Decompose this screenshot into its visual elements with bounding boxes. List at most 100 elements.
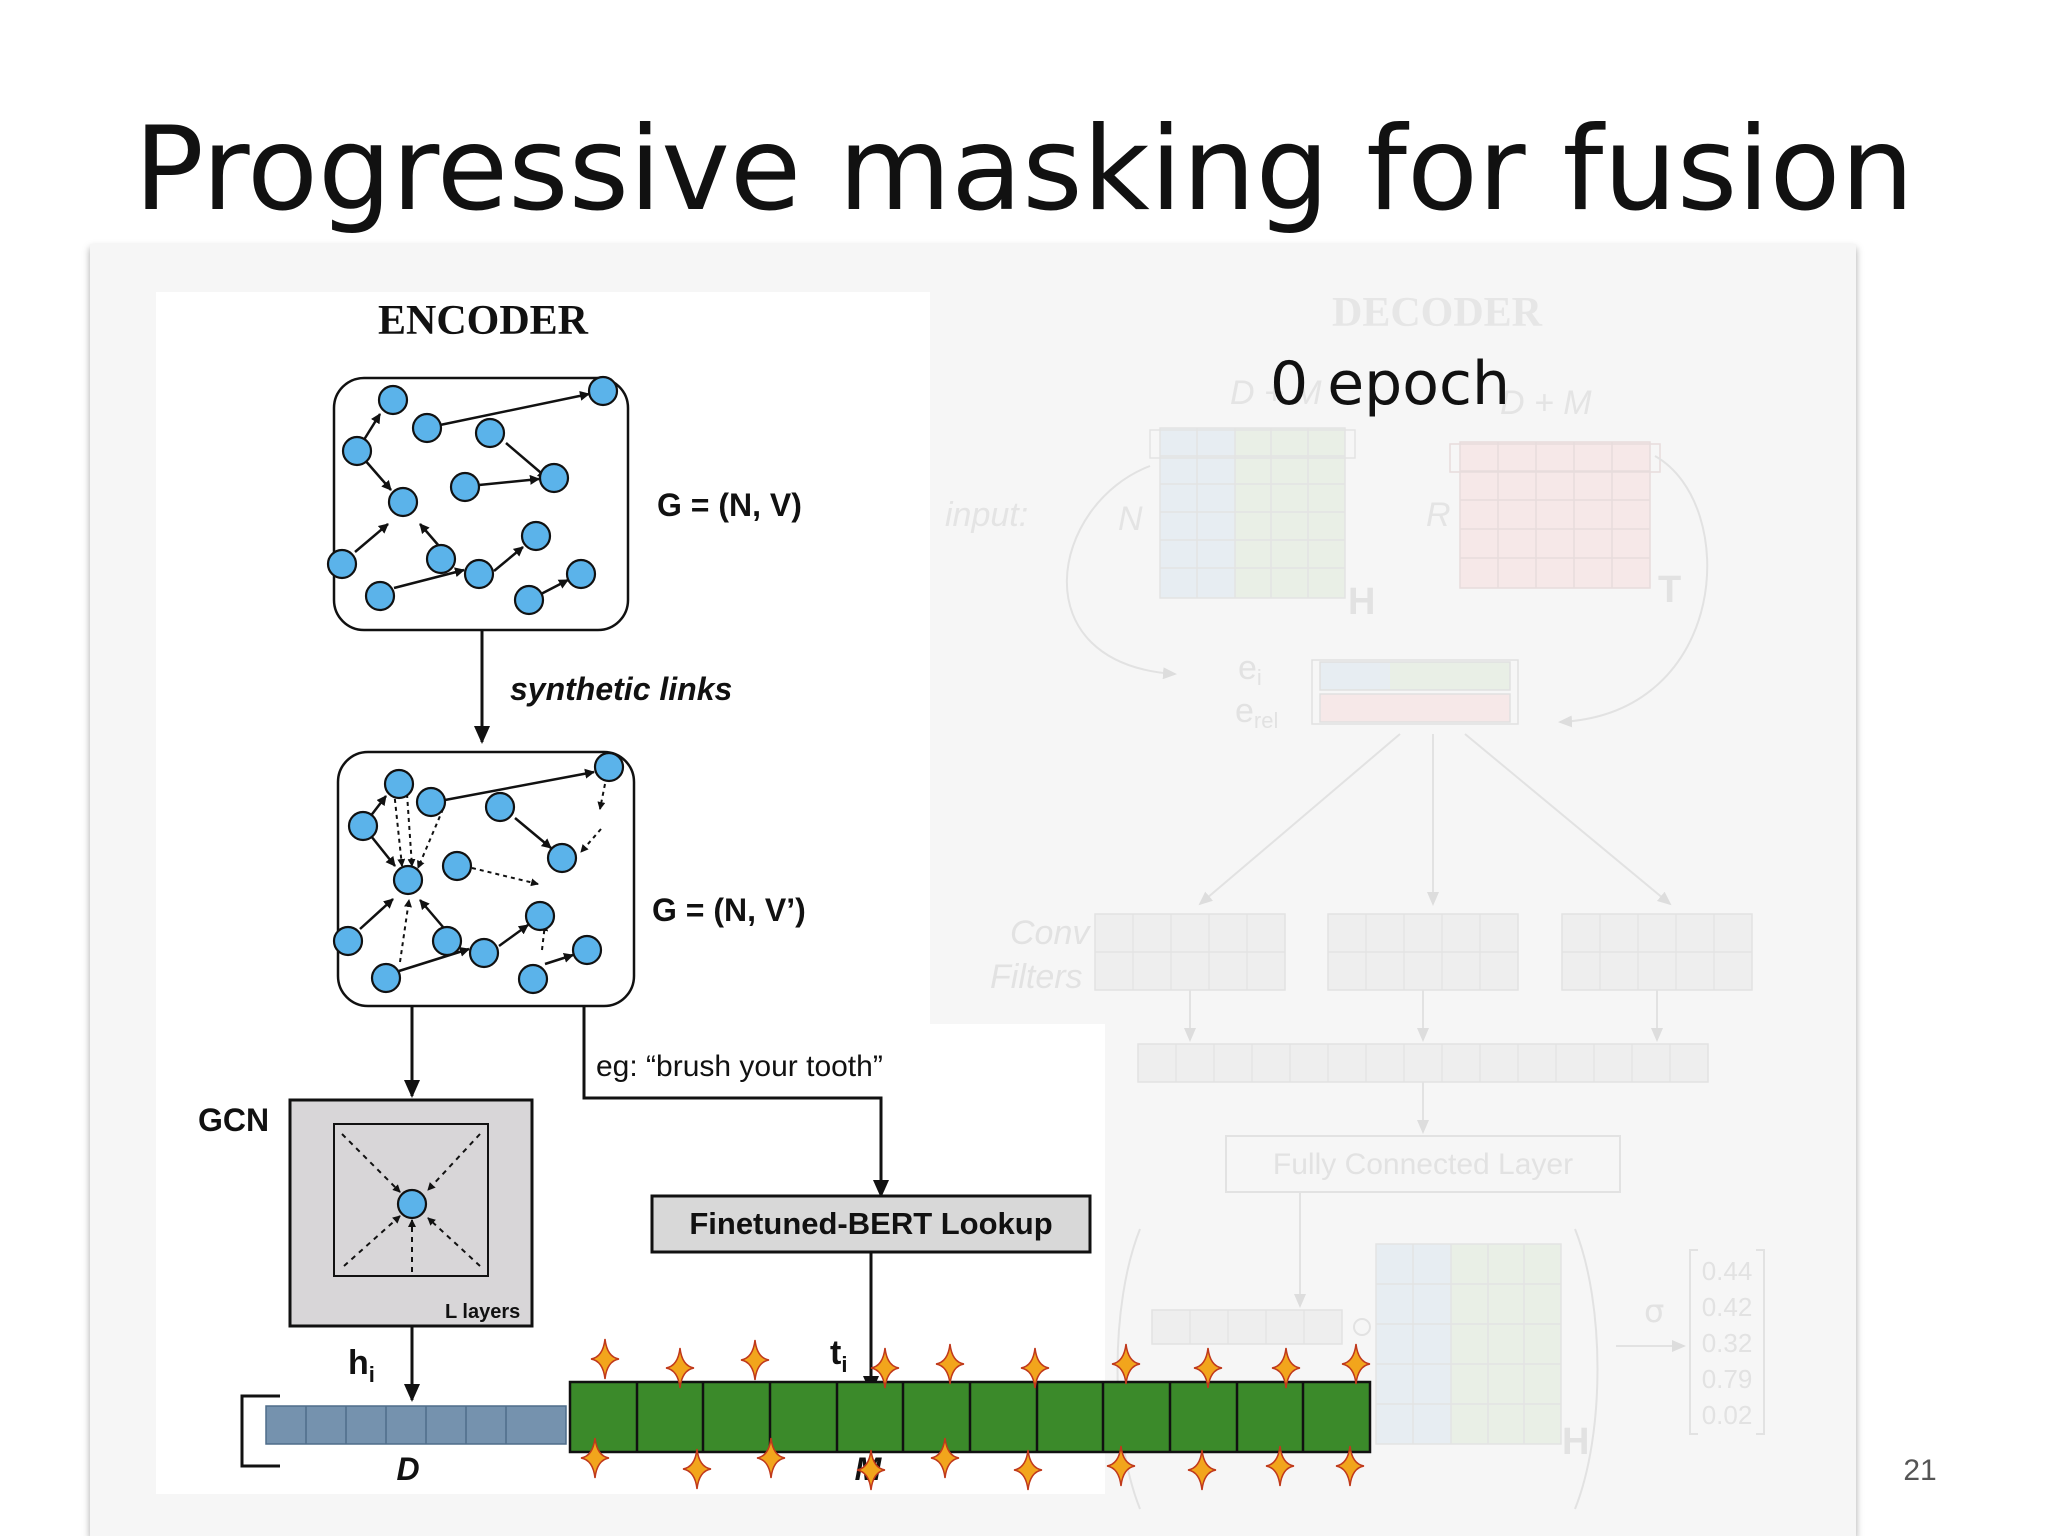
graph-node [449, 471, 481, 503]
fc-label: Fully Connected Layer [1273, 1148, 1573, 1181]
sparkle-icon [756, 1437, 786, 1479]
sparkle-icon [1020, 1347, 1050, 1389]
graph-node [383, 768, 415, 800]
dot-product-operator [1353, 1318, 1371, 1336]
ti-label: ti [830, 1334, 847, 1377]
graph-node [524, 900, 556, 932]
graph-node [411, 412, 443, 444]
graph-node [468, 937, 500, 969]
decoder-input-label: input: [945, 496, 1028, 534]
score-value: 0.42 [1702, 1292, 1753, 1322]
graph-node [364, 580, 396, 612]
gcn-label: GCN [198, 1102, 269, 1138]
input-graph [326, 375, 630, 632]
bert-lookup-box [650, 1194, 1092, 1254]
synthetic-links-label: synthetic links [510, 671, 732, 707]
sparkle-icon [930, 1437, 960, 1479]
score-value: 0.79 [1702, 1364, 1753, 1394]
feature-map-vector [1137, 1043, 1709, 1083]
conv-filter-grid [1095, 914, 1752, 990]
graph2-label: G = (N, V’) [652, 892, 806, 928]
relation-lookup-curve [1558, 455, 1709, 728]
graph-node [463, 558, 495, 590]
score-value: 0.32 [1702, 1328, 1753, 1358]
gcn-layers-label: L layers [445, 1301, 520, 1323]
sparkle-icon [1265, 1445, 1295, 1487]
bert-input-arrow [582, 1006, 889, 1198]
decoder-r-label: R [1426, 496, 1451, 534]
decoder-n-label: N [1118, 500, 1143, 538]
sparkle-icon [1335, 1445, 1365, 1487]
score-value: 0.02 [1702, 1400, 1753, 1430]
graph-node [441, 850, 473, 882]
graph-node [484, 791, 516, 823]
decoder-dim1-label: D + M [1230, 374, 1322, 412]
decoder-t-label: T [1658, 569, 1681, 611]
right-paren [1574, 1228, 1599, 1510]
conv-label-2: Filters [990, 958, 1083, 996]
sparkle-icon [856, 1449, 886, 1491]
augmented-graph [332, 750, 636, 1008]
sparkle-icon [870, 1347, 900, 1389]
sparkle-icon [682, 1448, 712, 1490]
graph-node [326, 548, 358, 580]
conv-label-1: Conv [1010, 914, 1091, 952]
sparkle-icon [1106, 1445, 1136, 1487]
graph-node [587, 375, 619, 407]
encoder-title: ENCODER [378, 298, 589, 344]
bracket [240, 1394, 280, 1468]
graph-node [474, 417, 506, 449]
graph-node [370, 962, 402, 994]
graph-node [392, 864, 424, 896]
structure-embedding-bar [265, 1405, 567, 1445]
sparkle-icon [590, 1338, 620, 1380]
graph-node [517, 963, 549, 995]
hi-label: hi [348, 1344, 375, 1387]
architecture-diagram: DECODER D + M D + M input: N R [156, 290, 1765, 1510]
decoder-title: DECODER [1332, 290, 1543, 336]
semantic-embedding-bar [568, 1380, 1372, 1454]
sparkle-icon [1013, 1449, 1043, 1491]
sparkle-icon [580, 1437, 610, 1479]
graph1-label: G = (N, V) [657, 487, 802, 523]
graph-node [565, 558, 597, 590]
candidate-entity-matrix [1375, 1243, 1562, 1445]
score-brackets [1689, 1249, 1765, 1435]
sparkle-icon [1187, 1449, 1217, 1491]
graph-node [431, 925, 463, 957]
graph-node [377, 384, 409, 416]
sparkles [580, 1338, 1371, 1491]
decoder-panel: DECODER D + M D + M input: N R [945, 290, 1765, 1510]
conv-output-arrows [1184, 990, 1663, 1042]
graph-node [387, 486, 419, 518]
sparkle-icon [1271, 1347, 1301, 1389]
gcn-block: L layers [288, 1098, 534, 1328]
graph-node [332, 925, 364, 957]
graph-node [347, 810, 379, 842]
epoch-label: 0 epoch [1270, 349, 1510, 419]
graph-node [341, 435, 373, 467]
fanout-arrows [1198, 733, 1672, 906]
slide-title: Progressive masking for fusion [134, 102, 1914, 237]
fully-connected-layer-box [1225, 1135, 1621, 1193]
graph-node [520, 520, 552, 552]
decoder-h2-label: H [1562, 1421, 1589, 1463]
graph-node [546, 842, 578, 874]
sigma-label: σ [1644, 1292, 1664, 1330]
graph-node [425, 543, 457, 575]
example-label: eg: “brush your tooth” [596, 1050, 883, 1083]
graph-node [415, 786, 447, 818]
bert-lookup-label: Finetuned-BERT Lookup [689, 1206, 1052, 1241]
architecture-figure: DECODER D + M D + M input: N R [90, 244, 1856, 1536]
ei-erel-vectors [1311, 659, 1519, 725]
graph-node [593, 751, 625, 783]
graph-node [396, 1188, 428, 1220]
d-label: D [396, 1451, 419, 1487]
entity-embedding-matrix [1149, 427, 1356, 599]
sparkle-icon [1193, 1347, 1223, 1389]
relation-embedding-matrix [1449, 441, 1661, 589]
sparkle-icon [740, 1339, 770, 1381]
left-paren [1116, 1228, 1141, 1510]
sparkle-icon [665, 1347, 695, 1389]
ei-label: ei [1238, 649, 1262, 690]
